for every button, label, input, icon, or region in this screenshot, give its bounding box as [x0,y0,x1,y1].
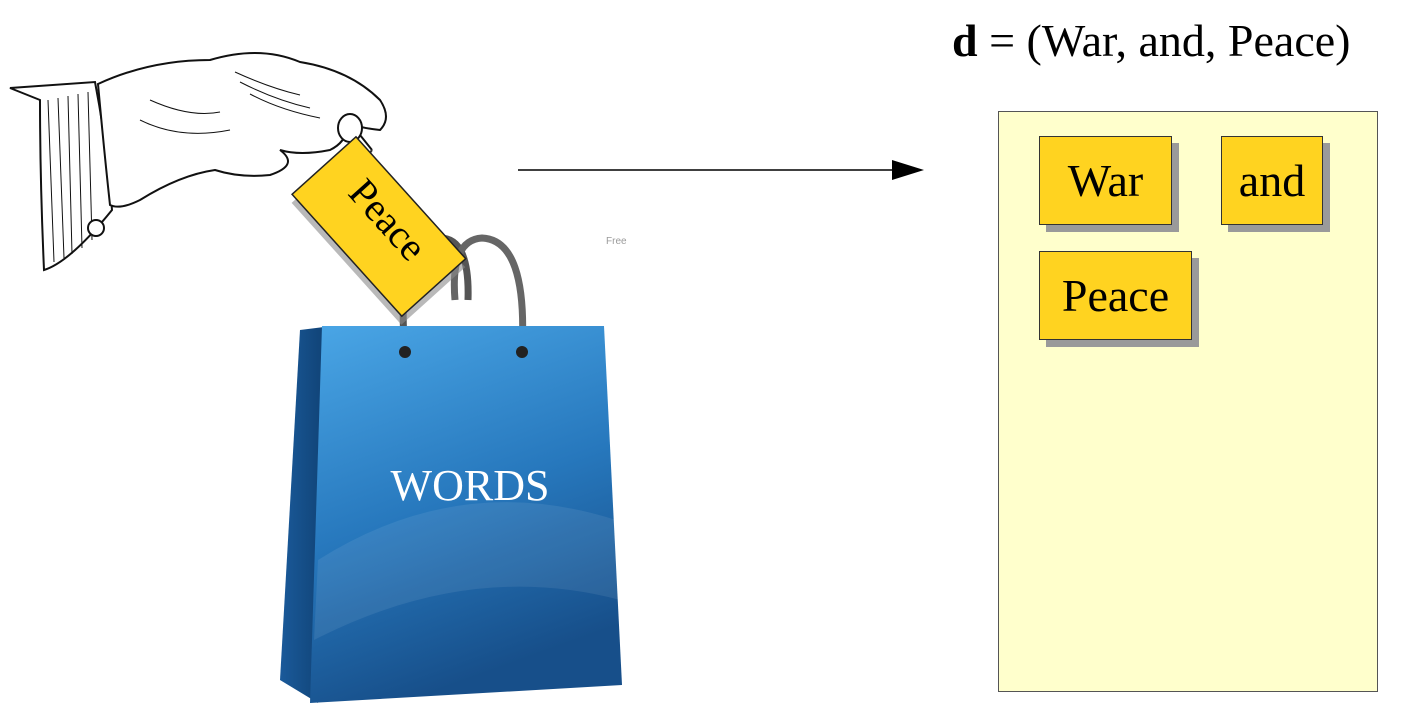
arrow-right-icon [518,160,924,180]
formula-expression: = (War, and, Peace) [977,15,1351,66]
hand-icon [9,52,387,272]
word-card-peace: Peace [1039,251,1192,340]
formula-symbol: d [952,15,978,66]
word-card-war: War [1039,136,1172,225]
formula-title: d = (War, and, Peace) [952,14,1350,67]
word-card-and: and [1221,136,1323,225]
document-panel: War and Peace [998,111,1378,692]
bag-label: WORDS [390,461,550,510]
watermark-text: Free [606,236,627,247]
shopping-bag-icon [280,234,622,703]
word-tag [291,135,467,325]
